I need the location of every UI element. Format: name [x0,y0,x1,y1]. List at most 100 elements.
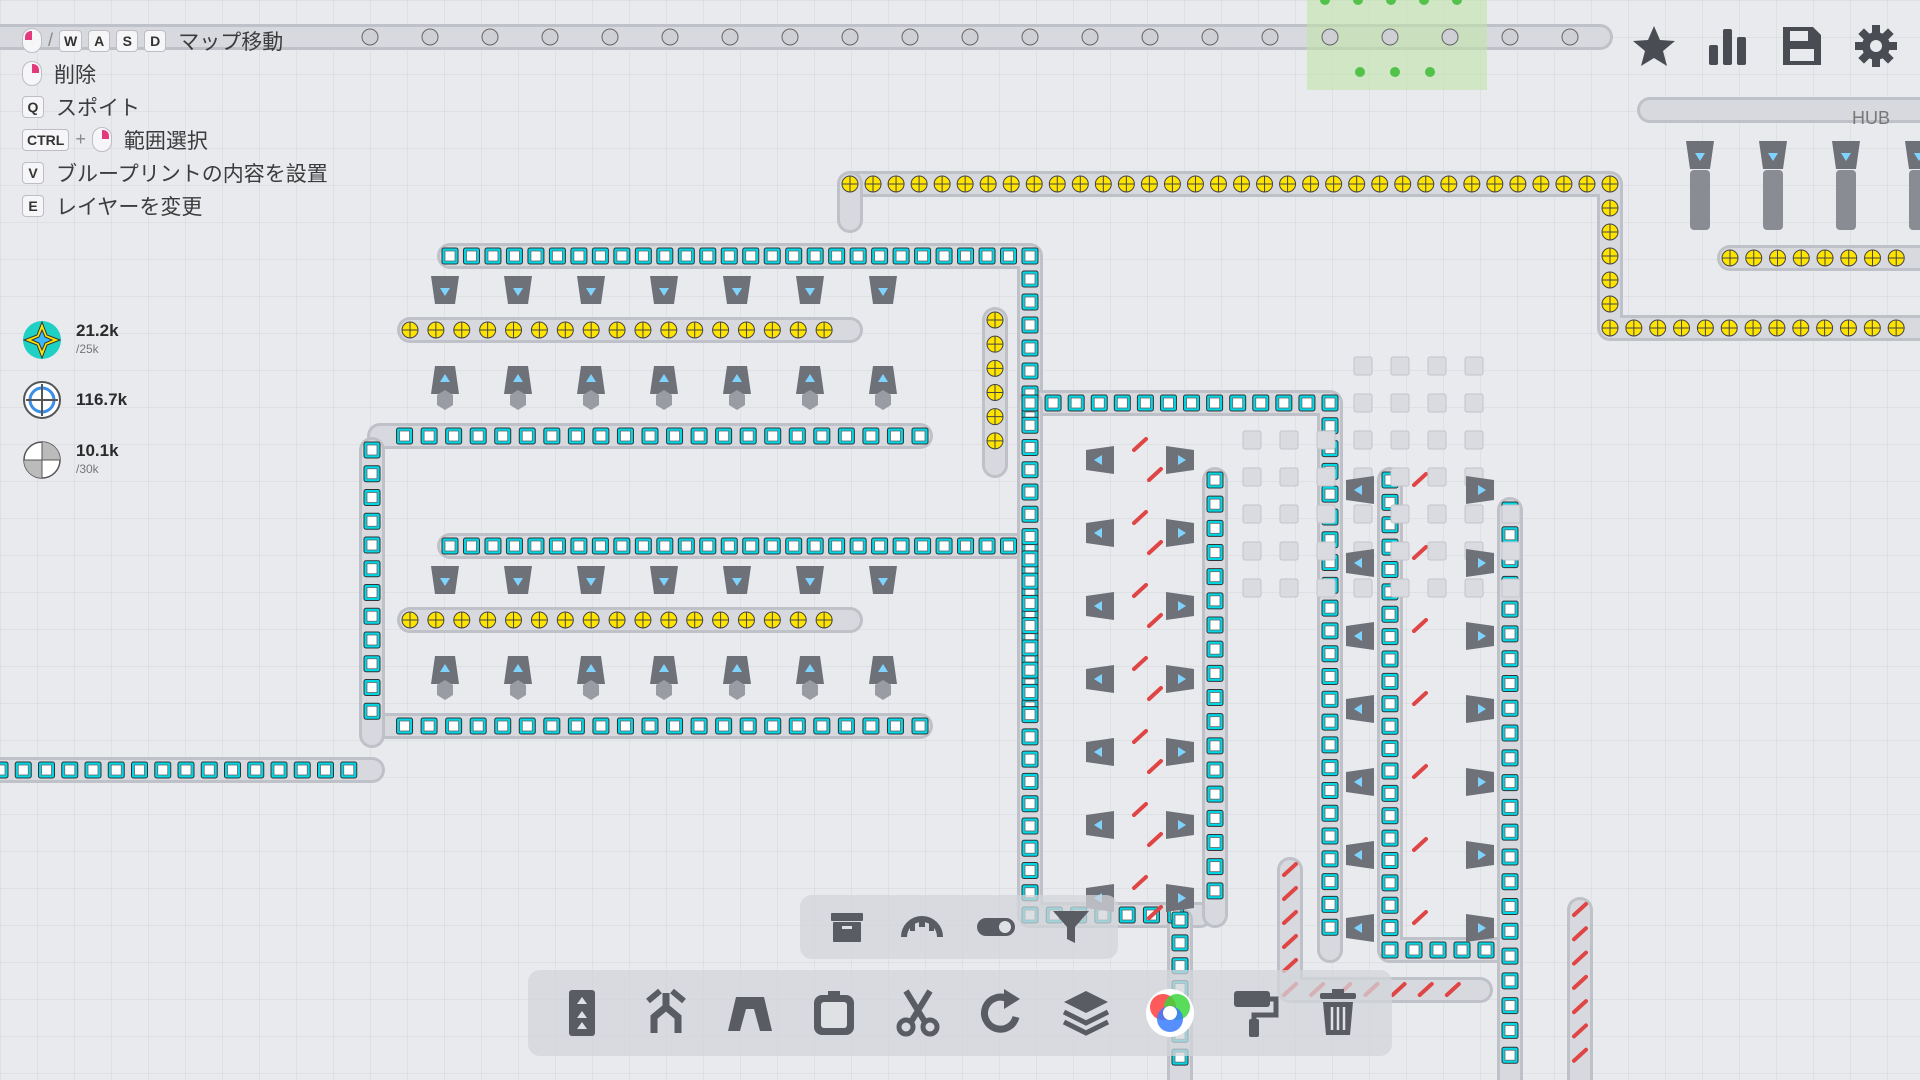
splitter-icon[interactable] [638,983,694,1043]
shape-inner [1324,921,1336,933]
save-icon[interactable] [1776,20,1828,72]
cutter-machine [723,366,751,394]
machine-arrow [1178,601,1186,611]
red-shape-item [1412,545,1428,560]
color-mixer-icon[interactable] [1142,983,1198,1043]
mouse-left-icon [22,28,42,53]
red-shape-item [1282,934,1298,949]
shape-divider [980,176,997,192]
ghost-shape-item [1427,541,1447,561]
machine-arrow [1178,455,1186,465]
settings-icon[interactable] [1850,20,1902,72]
resource-star-value: 21.2k [76,321,119,340]
rotator-machine [1166,446,1194,474]
rotator-machine [1166,811,1194,839]
shape-divider [1440,176,1457,192]
shape-divider [1602,224,1618,240]
trash-icon[interactable] [1310,983,1366,1043]
shape-inner [399,430,410,442]
tunnel-icon[interactable] [722,983,778,1043]
resource-circle: 116.7k [22,370,127,430]
shape-inner [914,720,926,732]
storage-icon[interactable] [822,902,872,952]
shape-inner [1209,692,1221,703]
shape-inner [366,515,378,527]
shape-divider [402,322,418,338]
shape-inner [1504,628,1516,640]
shape-inner [1384,676,1396,687]
shape-inner [1504,826,1516,838]
cutter-machine [504,656,532,684]
shape-divider [790,322,807,338]
shape-divider [1649,320,1666,336]
shape-inner [1209,812,1221,824]
shape-inner [157,764,169,776]
help-text-pipette: スポイト [56,96,140,120]
shape-inner [1384,877,1396,889]
ghost-shape-item [1501,504,1521,524]
belt-icon[interactable] [554,983,610,1043]
painter-machine [796,276,824,304]
shape-divider [479,322,496,338]
machine-arrow [1478,558,1486,568]
shape-inner [1504,950,1516,962]
shape-inner [693,720,705,732]
shape-divider [1578,176,1595,192]
machine-arrow [1914,153,1920,161]
machine-arrow [1478,777,1486,787]
shape-inner [1209,643,1221,655]
machine-arrow [659,374,669,382]
shape-inner [1209,547,1221,558]
painter-machine [796,566,824,594]
shape-inner [831,540,843,552]
shape-divider [1279,176,1296,192]
shape-inner [552,250,563,262]
machine-arrow [878,664,888,672]
shape-divider [686,322,703,338]
shape-inner [1504,752,1516,764]
shape-inner [0,764,6,776]
shape-divider [1888,320,1905,336]
cutter-machine [1346,695,1374,723]
shape-inner [723,250,735,262]
shape-divider [1769,250,1786,266]
shape-divider [1864,250,1881,266]
shape-inner [423,720,435,732]
green-item [1353,0,1363,5]
rail-item [1081,28,1099,46]
cutter-machine [650,656,678,684]
shape-divider [1745,250,1762,266]
painter-icon[interactable] [1226,983,1282,1043]
shape-inner [366,634,378,646]
shape-divider [1625,320,1642,336]
cutter-machine [1086,592,1114,620]
help-row-blueprint: V ブループリントの内容を設置 [22,156,328,189]
shape-inner [552,540,563,552]
resource-panel: 21.2k/25k 116.7k 10.1k/30k [22,310,127,490]
ghost-shape-item [1390,393,1410,413]
cutter-icon[interactable] [890,983,946,1043]
shape-inner [766,250,778,262]
shape-inner [788,250,800,262]
machine-arrow [1478,631,1486,641]
filter-icon[interactable] [1046,902,1096,952]
shape-inner [680,540,692,552]
shape-inner [1324,693,1336,705]
painter-machine [577,276,605,304]
red-shape-item [1412,472,1428,487]
cutter-machine [650,366,678,394]
rotator-icon[interactable] [806,983,862,1043]
machine-arrow [1354,485,1362,495]
stats-icon[interactable] [1702,20,1754,72]
rotate-icon[interactable] [974,983,1030,1043]
help-text-blueprint: ブループリントの内容を設置 [56,162,328,186]
balancer-icon[interactable] [897,902,947,952]
shape-divider [453,322,470,338]
ghost-shape-item [1316,504,1336,524]
toggle-icon[interactable] [971,902,1021,952]
cutter-machine [1086,738,1114,766]
shape-inner [1324,739,1336,751]
stacker-icon[interactable] [1058,983,1114,1043]
machine-arrow [440,578,450,586]
star-icon[interactable] [1628,20,1680,72]
